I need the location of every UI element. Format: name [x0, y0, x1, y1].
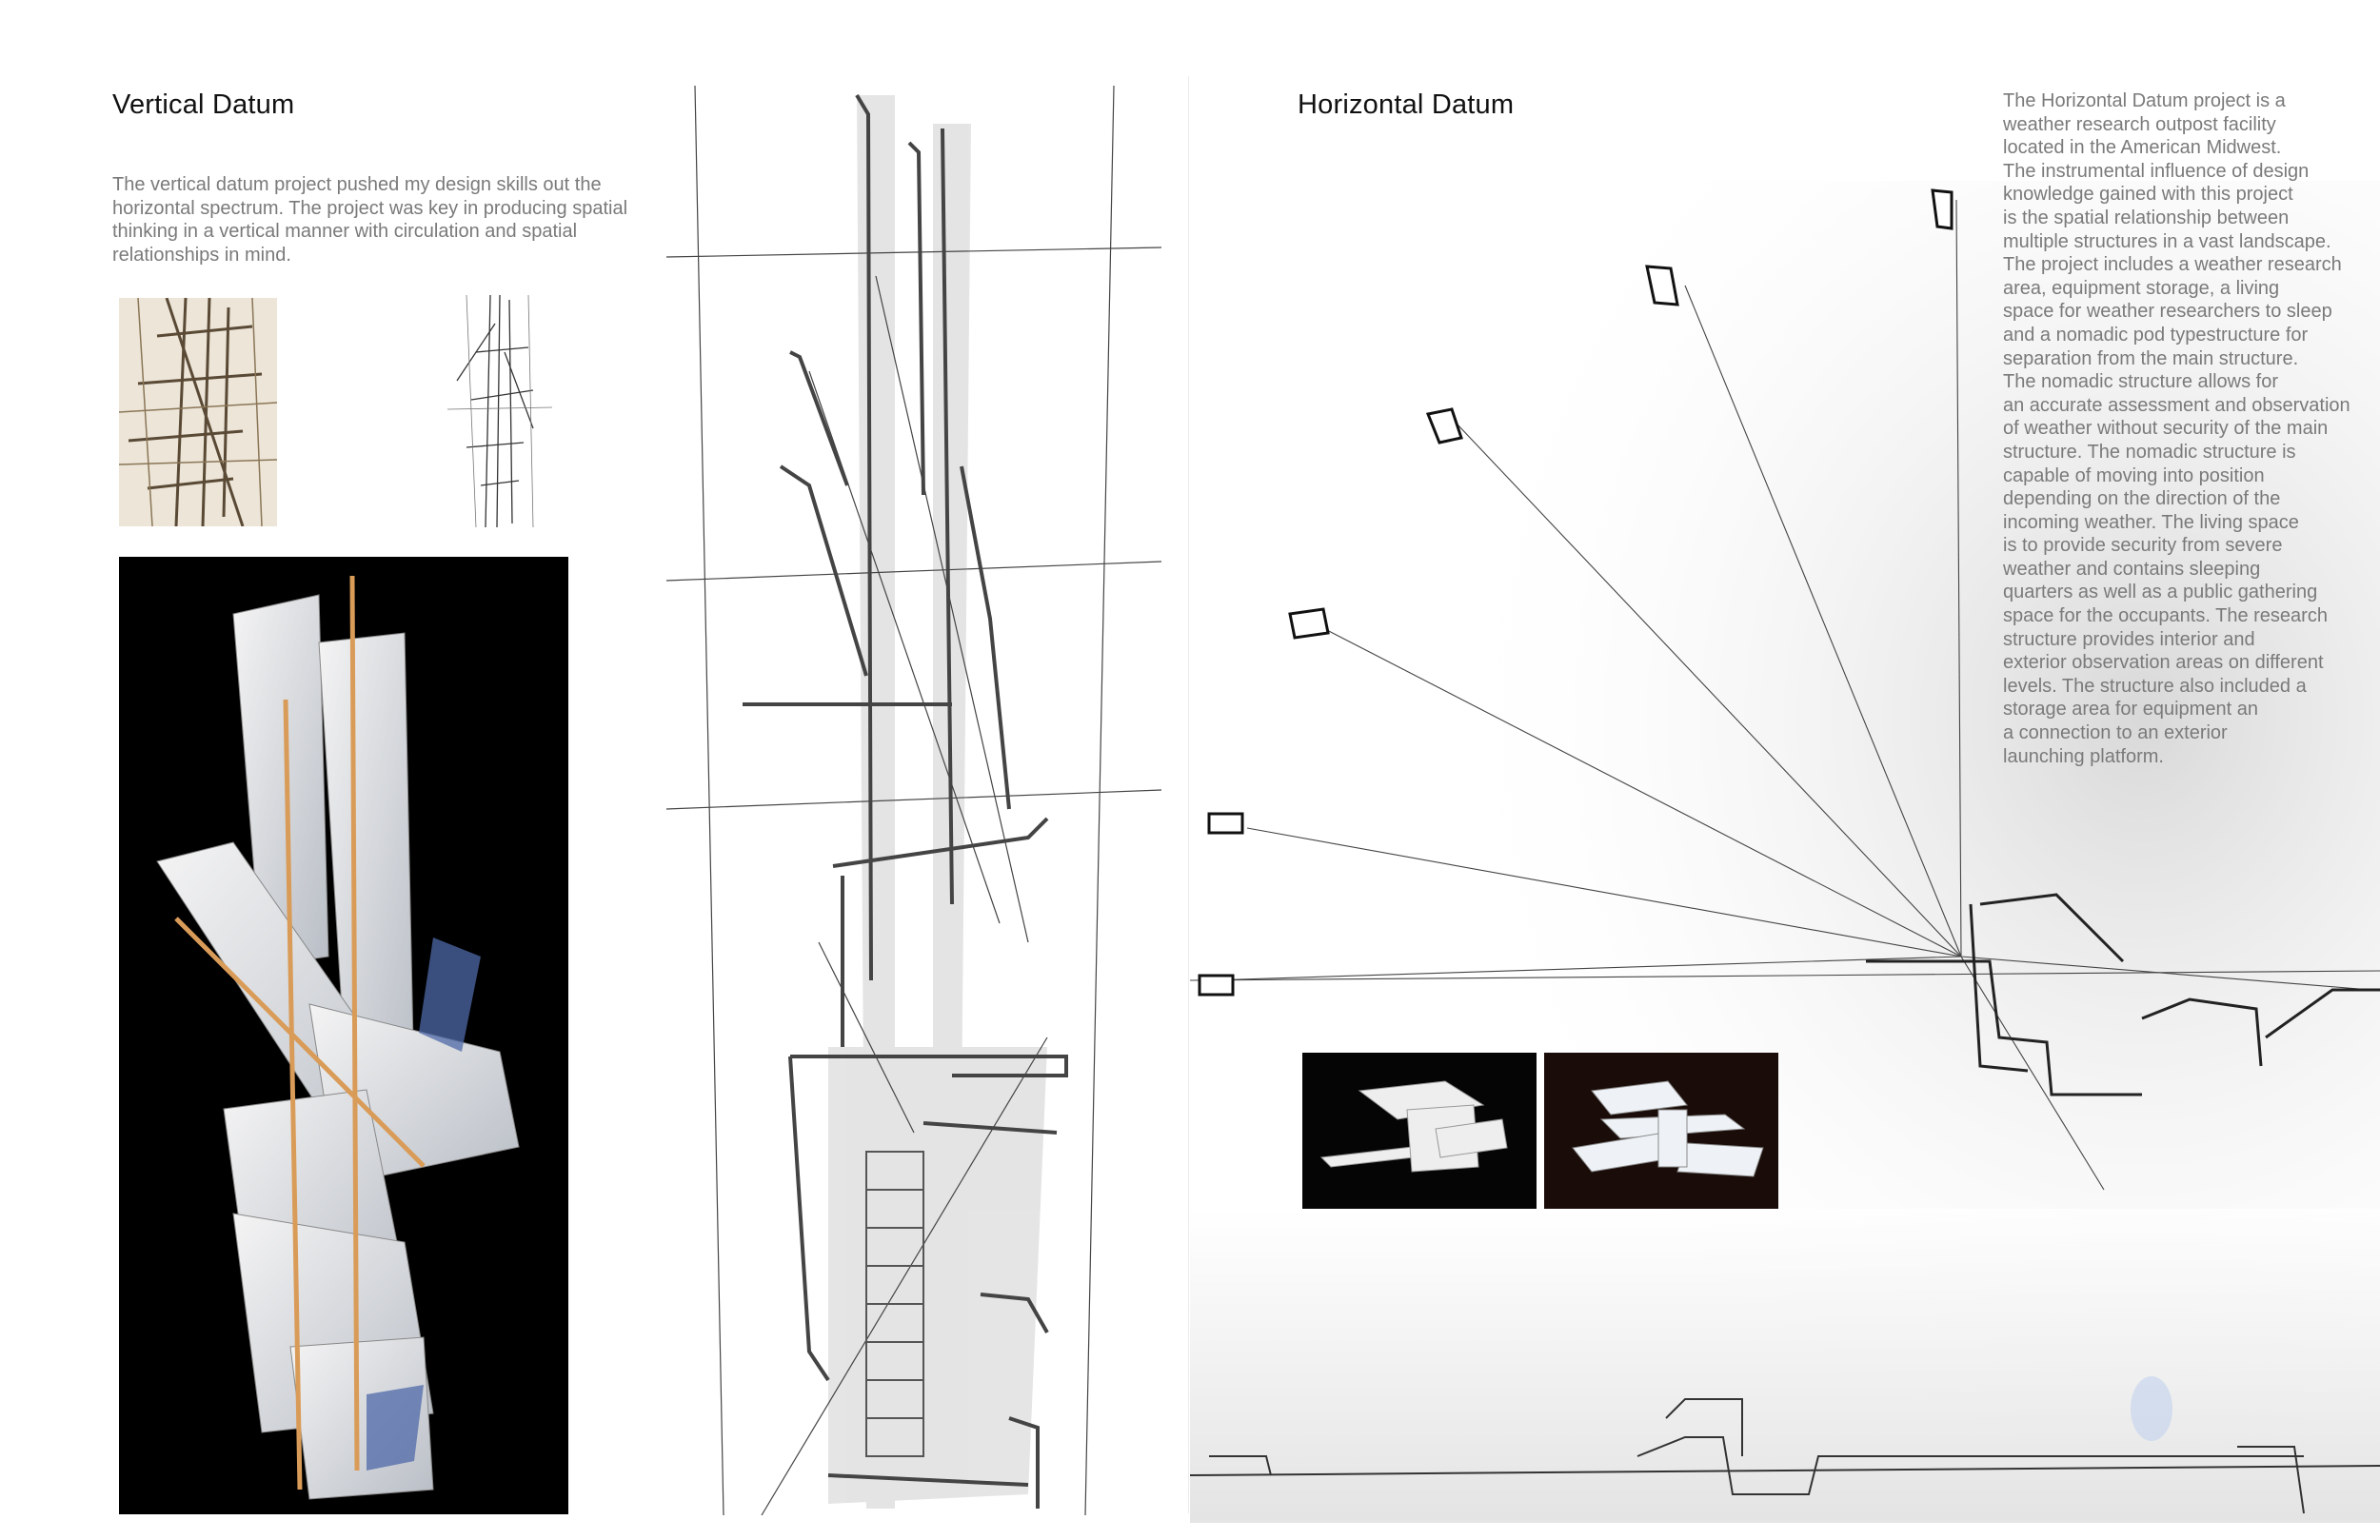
vertical-section-drawing	[665, 85, 1162, 1516]
horizontal-model-photo-1	[1302, 1053, 1537, 1209]
concept-sketch-thumbnail	[438, 294, 562, 528]
horizontal-datum-description: The Horizontal Datum project is a weathe…	[2003, 90, 2350, 767]
horizontal-site-sketch	[1189, 181, 2380, 1523]
page-divider	[1188, 76, 1189, 1513]
vertical-datum-description: The vertical datum project pushed my des…	[112, 174, 628, 266]
horizontal-model-photo-2	[1544, 1053, 1778, 1209]
vertical-model-photograph	[119, 557, 568, 1514]
concept-collage-thumbnail	[119, 298, 277, 526]
horizontal-datum-title: Horizontal Datum	[1298, 89, 1515, 120]
vertical-datum-title: Vertical Datum	[112, 89, 295, 120]
